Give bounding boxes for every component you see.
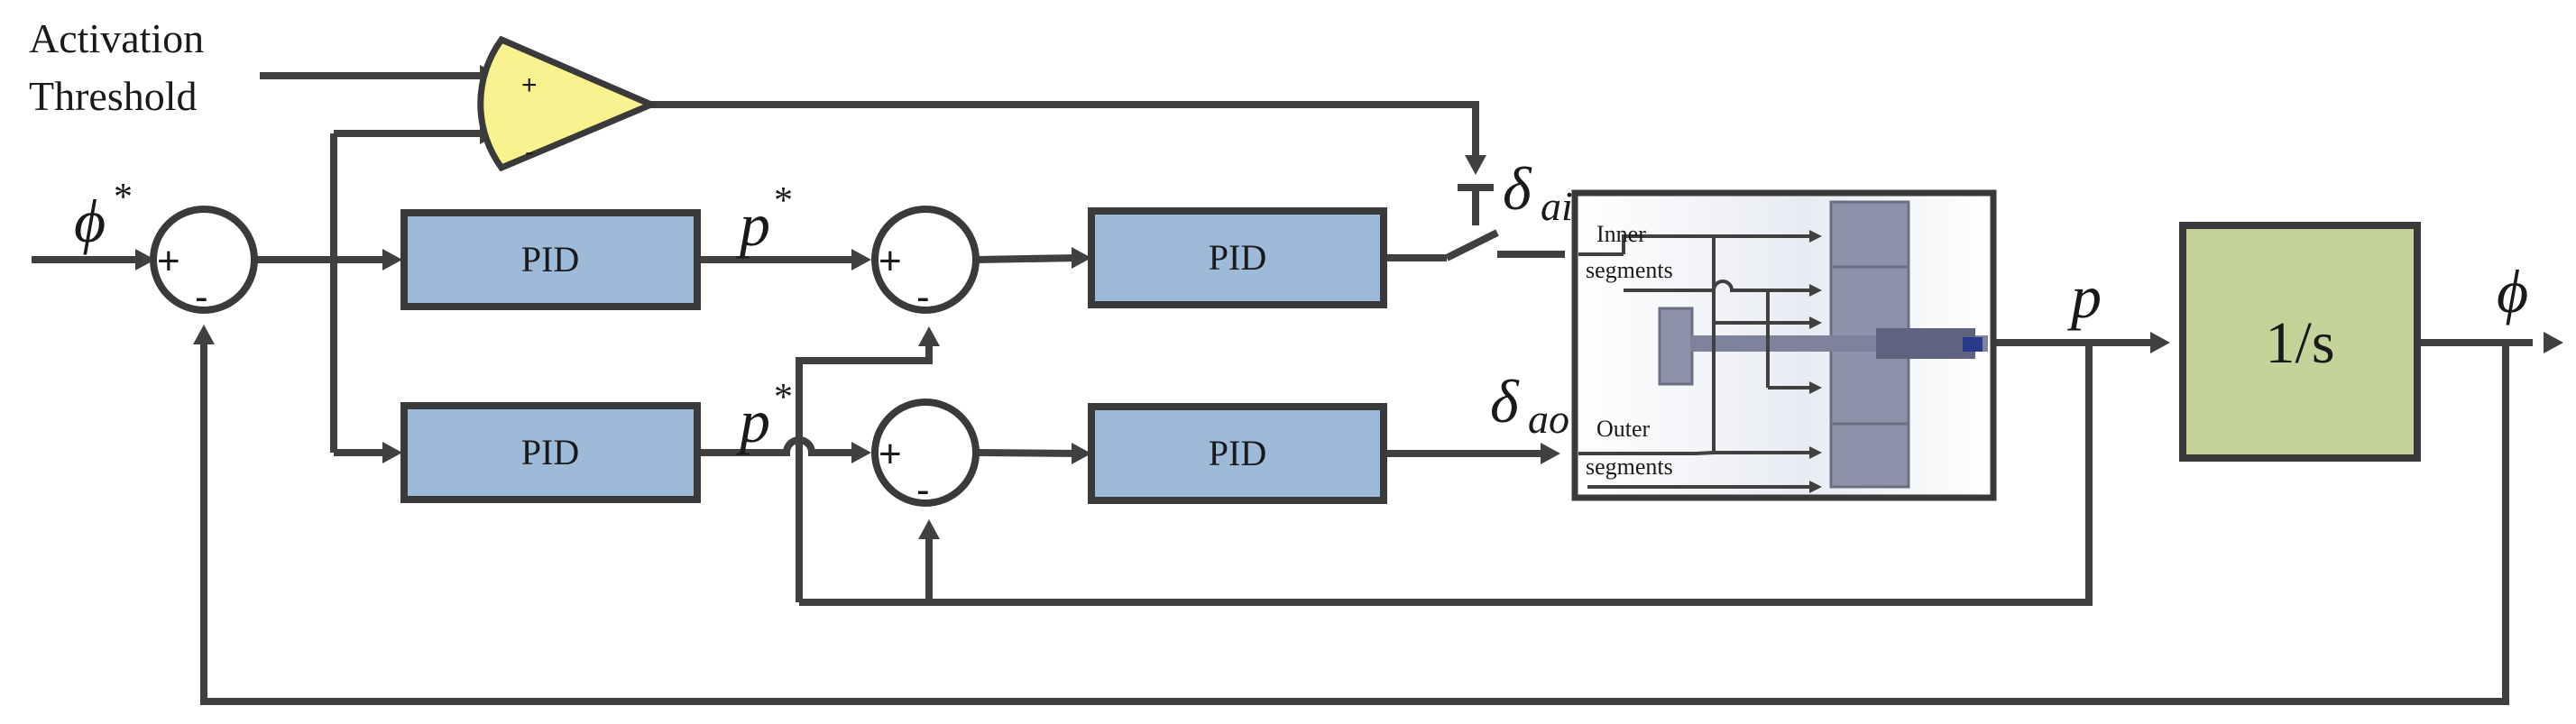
summing-junction-upper: + - bbox=[871, 206, 980, 319]
p-star-lower-star: * bbox=[774, 377, 793, 418]
p-star-upper-label: p bbox=[736, 190, 770, 259]
sum-bottom-plus-sign: + bbox=[879, 432, 902, 476]
delta-ao-label: δ bbox=[1490, 367, 1520, 435]
outer-segments-label-line2: segments bbox=[1586, 454, 1673, 480]
sum1-plus-sign: + bbox=[157, 239, 180, 283]
p-star-lower-label: p bbox=[736, 387, 770, 455]
phi-reference-label: ϕ bbox=[74, 187, 106, 255]
integrator-label: 1/s bbox=[2265, 310, 2334, 376]
summing-junction-main: + - bbox=[150, 206, 258, 319]
integrator-block: 1/s bbox=[2179, 222, 2421, 462]
sum-top-minus-sign: - bbox=[916, 275, 930, 319]
sum-top-plus-sign: + bbox=[879, 239, 902, 283]
activation-threshold-label-line1: Activation bbox=[29, 15, 204, 61]
pid-block-upper-outer: PID bbox=[400, 209, 701, 310]
comparator-minus-sign: - bbox=[525, 137, 534, 167]
pid-upper-outer-label: PID bbox=[521, 239, 579, 280]
p-star-upper-star: * bbox=[774, 180, 793, 222]
phi-reference-star: * bbox=[114, 177, 133, 218]
p-output-label: p bbox=[2067, 262, 2102, 331]
signal-wires bbox=[32, 72, 2533, 705]
delta-ao-subscript: ao bbox=[1528, 396, 1569, 442]
pid-upper-inner-label: PID bbox=[1209, 237, 1266, 278]
sum1-minus-sign: - bbox=[195, 275, 208, 319]
delta-ai-subscript: ai bbox=[1541, 183, 1573, 229]
sum-bottom-minus-sign: - bbox=[916, 468, 930, 512]
pid-block-upper-inner: PID bbox=[1088, 207, 1387, 308]
phi-output-label: ϕ bbox=[2497, 257, 2528, 325]
plant-internal-wiring bbox=[1578, 230, 1822, 493]
outer-segments-label-line1: Outer bbox=[1596, 416, 1651, 442]
summing-junction-lower: + - bbox=[871, 399, 980, 512]
pid-lower-inner-label: PID bbox=[1209, 433, 1266, 473]
aircraft-icon bbox=[1658, 200, 1988, 489]
delta-ai-label: δ bbox=[1503, 154, 1532, 223]
pid-block-lower-inner: PID bbox=[1088, 403, 1387, 504]
inner-segments-label-line2: segments bbox=[1586, 257, 1673, 283]
comparator-plus-sign: + bbox=[521, 70, 538, 100]
activation-threshold-label-line2: Threshold bbox=[29, 73, 198, 119]
inner-segments-label-line1: Inner bbox=[1596, 221, 1646, 247]
pid-block-lower-outer: PID bbox=[400, 402, 701, 503]
activation-comparator: + - bbox=[477, 35, 659, 172]
plant-block: Inner segments Outer segments bbox=[1571, 189, 1997, 501]
pid-lower-outer-label: PID bbox=[521, 432, 579, 472]
